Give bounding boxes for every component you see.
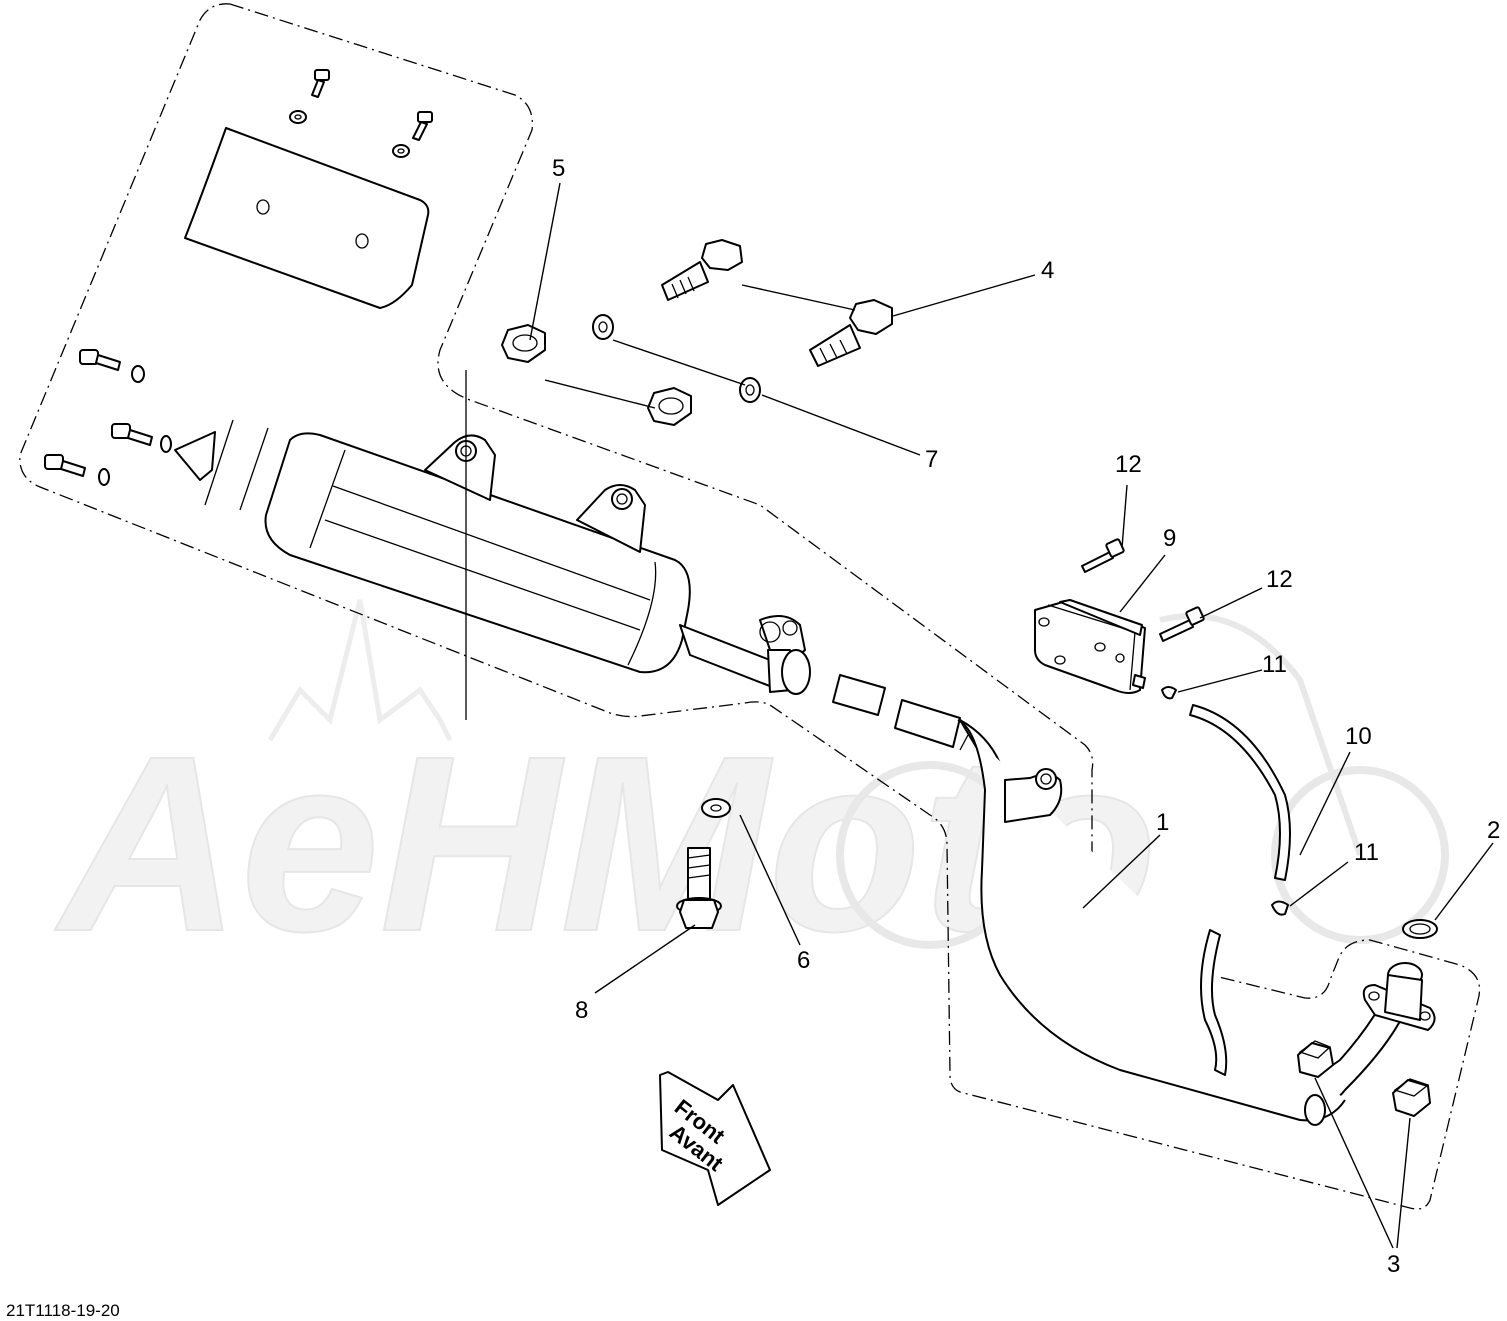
callout-1: 1 xyxy=(1156,809,1169,836)
breather-hose xyxy=(1189,704,1291,881)
callout-5: 5 xyxy=(552,155,565,182)
flange-nut-5a xyxy=(501,324,546,363)
callout-8: 8 xyxy=(575,997,588,1024)
callout-9: 9 xyxy=(1163,525,1176,552)
screw-12a xyxy=(1081,538,1125,573)
callout-11-lower: 11 xyxy=(1354,839,1379,866)
screw-12b xyxy=(1159,606,1205,642)
clamp-11b xyxy=(1271,900,1289,916)
callout-12-upper: 12 xyxy=(1115,451,1142,478)
shield-screw-top-2 xyxy=(392,111,433,158)
bolt-8 xyxy=(676,847,722,929)
washer-6 xyxy=(701,798,731,818)
spark-arrestor-cover xyxy=(1034,599,1146,694)
watermark-logo: AeHMoto xyxy=(53,599,1449,984)
heat-shield xyxy=(184,127,430,309)
washer-7b xyxy=(739,377,761,403)
callout-10: 10 xyxy=(1345,723,1372,750)
bolt-4-upper xyxy=(661,239,743,301)
callout-11-upper: 11 xyxy=(1262,651,1287,678)
shield-bolts-left xyxy=(44,349,269,511)
flange-nut-2 xyxy=(1392,1078,1431,1117)
muffler xyxy=(264,370,811,720)
bolt-4-lower xyxy=(809,299,893,367)
shield-screw-top-1 xyxy=(289,69,330,124)
leader-lines xyxy=(529,182,1494,1249)
flange-nut-5b xyxy=(647,387,692,426)
gasket-strip-1 xyxy=(832,674,886,716)
callout-3: 3 xyxy=(1387,1251,1400,1278)
watermark-text: AeHMoto xyxy=(54,704,1157,983)
callout-labels: 1 2 3 4 5 6 7 8 9 10 11 11 12 12 xyxy=(552,155,1500,1278)
header-pipe xyxy=(957,719,1436,1126)
flange-nut-1 xyxy=(1297,1040,1334,1078)
diagram-code: 21T1118-19-20 xyxy=(6,1301,120,1320)
front-direction-arrow-icon: Front Avant xyxy=(659,1071,771,1206)
exhaust-gasket-ring xyxy=(1402,919,1438,939)
gasket-strip-2 xyxy=(894,699,961,748)
callout-12-lower: 12 xyxy=(1266,566,1293,593)
callout-2: 2 xyxy=(1487,817,1500,844)
washer-7a xyxy=(592,314,614,340)
assembly-outline-upper xyxy=(19,3,1481,1210)
callout-6: 6 xyxy=(797,947,810,974)
callout-7: 7 xyxy=(925,446,938,473)
callout-4: 4 xyxy=(1041,257,1054,284)
clamp-11a xyxy=(1161,686,1177,700)
